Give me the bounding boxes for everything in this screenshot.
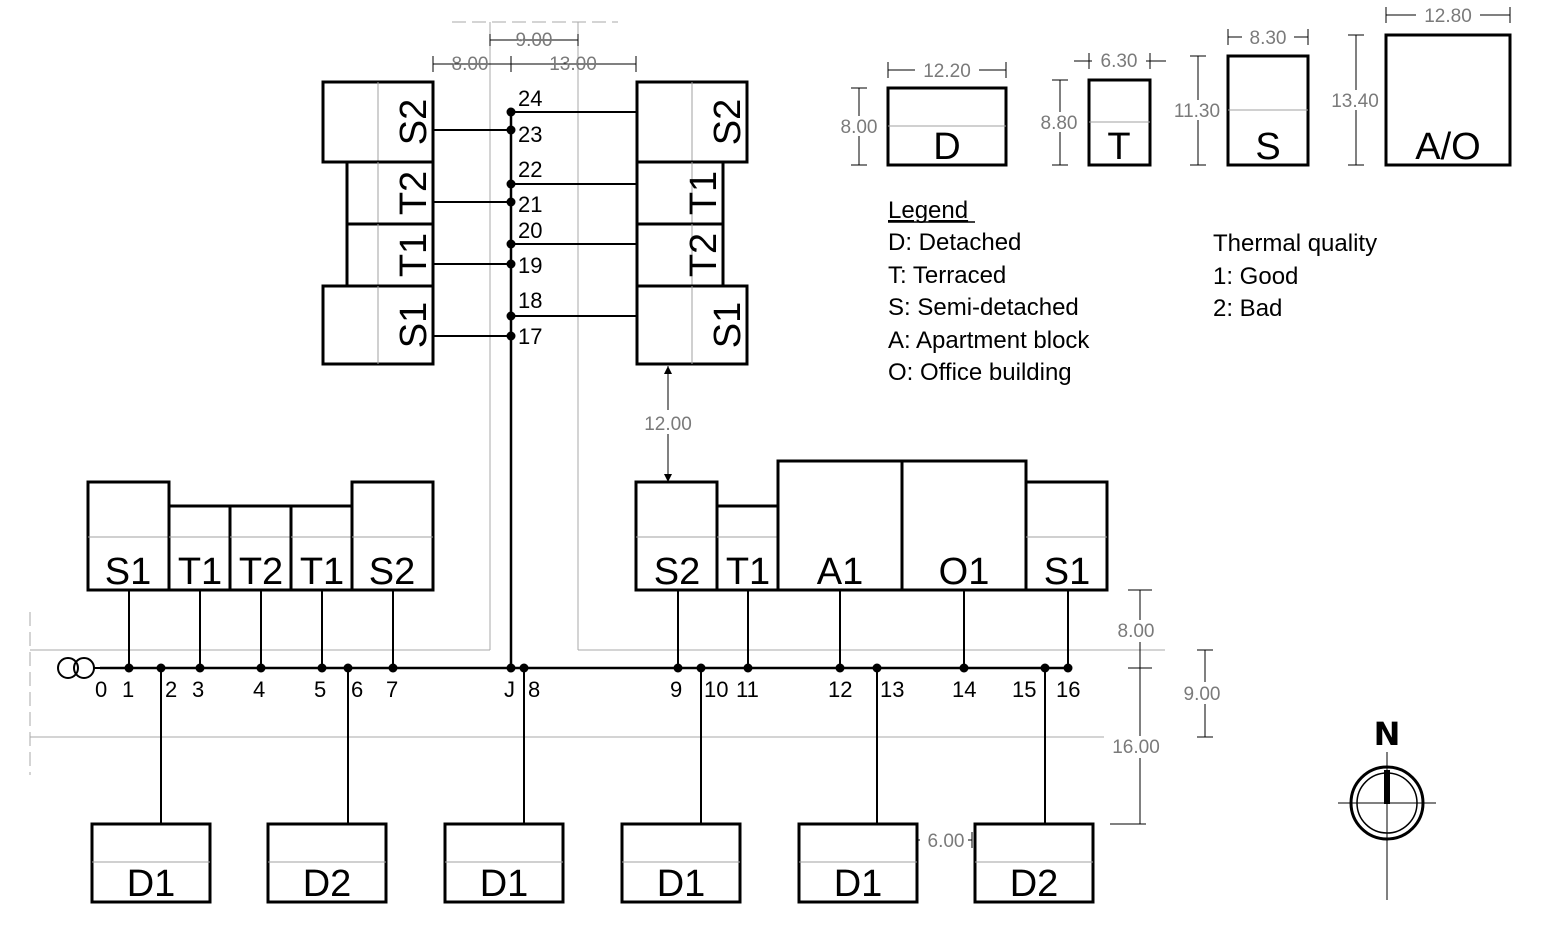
node-label: 3	[192, 677, 204, 702]
node-label: 23	[518, 122, 542, 147]
node-label: 19	[518, 253, 542, 278]
dim-street-width: 9.00	[1184, 684, 1221, 705]
node-label: 17	[518, 324, 542, 349]
legend-item: T: Terraced	[888, 262, 1006, 289]
building-label: S2	[707, 99, 749, 145]
building-label: S2	[393, 99, 435, 145]
building-label: D1	[834, 863, 883, 905]
template-height: 11.30	[1174, 101, 1220, 122]
thermal-item: 1: Good	[1213, 263, 1298, 290]
node-dots	[124, 107, 1073, 673]
node-label: 16	[1056, 677, 1080, 702]
building-label: T2	[393, 171, 435, 215]
transformer-icon	[57, 657, 102, 679]
node-label: 15	[1012, 677, 1036, 702]
node-label: 4	[253, 677, 265, 702]
building-label: S1	[393, 302, 435, 348]
legend-item: D: Detached	[888, 229, 1021, 256]
branch-right: S2 T1 T2 S1	[635, 80, 749, 366]
node-label: 2	[165, 677, 177, 702]
building-label: T1	[300, 551, 344, 593]
template-height: 13.40	[1331, 91, 1379, 112]
template-width: 12.80	[1424, 6, 1472, 27]
building-label: S1	[707, 302, 749, 348]
template-label: S	[1255, 126, 1280, 168]
node-label: 13	[880, 677, 904, 702]
building-label: S1	[1044, 551, 1090, 593]
legend-item: A: Apartment block	[888, 327, 1090, 354]
building-label: D2	[303, 863, 352, 905]
legend-item: O: Office building	[888, 359, 1072, 386]
building-label: T2	[239, 551, 283, 593]
dim-branch-right-offset: 13.00	[549, 54, 597, 75]
node-label: 6	[351, 677, 363, 702]
south-row-right: S2 T1 A1 O1 S1	[634, 459, 1109, 593]
building-label: T2	[683, 233, 725, 277]
node-label: 14	[952, 677, 976, 702]
template-width: 12.20	[923, 61, 971, 82]
building-label: S2	[369, 551, 415, 593]
node-label: 12	[828, 677, 852, 702]
dim-detached-gap: 6.00	[928, 831, 965, 852]
legend-title: Legend	[888, 197, 968, 224]
detached-row: D1 D2 D1 D1 D1 D2	[90, 822, 1095, 905]
template-height: 8.80	[1041, 113, 1078, 134]
node-label: 20	[518, 218, 542, 243]
building-label: D2	[1010, 863, 1059, 905]
dimension-lines: 9.00 8.00 13.00 12.00 8.00 16.00 9.00	[432, 30, 1228, 852]
building-label: T1	[683, 171, 725, 215]
building-label: O1	[939, 551, 990, 593]
template-height: 8.00	[841, 117, 878, 138]
dim-north-setback: 12.00	[644, 414, 692, 435]
template-width: 6.30	[1101, 51, 1138, 72]
branch-left: S2 T2 T1 S1	[321, 80, 435, 366]
building-label: A1	[817, 551, 863, 593]
building-label: T1	[393, 233, 435, 277]
node-label: 0	[95, 677, 107, 702]
template-label: T	[1107, 126, 1130, 168]
dim-branch-left-offset: 8.00	[452, 54, 489, 75]
node-label: 22	[518, 157, 542, 182]
thermal-item: 2: Bad	[1213, 295, 1282, 322]
node-label: 1	[122, 677, 134, 702]
node-label: 10	[704, 677, 728, 702]
north-label: N	[1374, 715, 1401, 753]
legend-item: S: Semi-detached	[888, 294, 1079, 321]
node-label: 5	[314, 677, 326, 702]
building-label: S1	[105, 551, 151, 593]
building-label: D1	[657, 863, 706, 905]
template-label: D	[933, 126, 960, 168]
dim-south-setback: 16.00	[1112, 737, 1160, 758]
node-label: 24	[518, 86, 542, 111]
node-label: 7	[386, 677, 398, 702]
node-label: 11	[736, 677, 759, 702]
junction-label: J	[504, 677, 515, 702]
dim-street-setback: 8.00	[1118, 621, 1155, 642]
node-label: 9	[670, 677, 682, 702]
node-label: 8	[528, 677, 540, 702]
dim-branch-spacing: 9.00	[516, 30, 553, 51]
building-label: T1	[178, 551, 222, 593]
node-label: 18	[518, 288, 542, 313]
building-label: T1	[726, 551, 770, 593]
template-width: 8.30	[1250, 28, 1287, 49]
thermal-title: Thermal quality	[1213, 230, 1377, 257]
legend: Legend D: Detached T: Terraced S: Semi-d…	[888, 197, 1377, 386]
north-arrow-icon: N	[1338, 715, 1436, 900]
building-label: D1	[127, 863, 176, 905]
building-label: S2	[654, 551, 700, 593]
building-templates: 12.20 8.00 D 6.30 8.80 T 8.30 11.30	[834, 5, 1512, 168]
template-label: A/O	[1415, 126, 1480, 168]
south-row-left: S1 T1 T2 T1 S2	[86, 480, 435, 593]
building-label: D1	[480, 863, 529, 905]
node-label: 21	[518, 192, 542, 217]
node-labels: 0 1 2 3 4 5 6 7 J 8 9 10 11 12 13 14 15 …	[95, 86, 1080, 702]
